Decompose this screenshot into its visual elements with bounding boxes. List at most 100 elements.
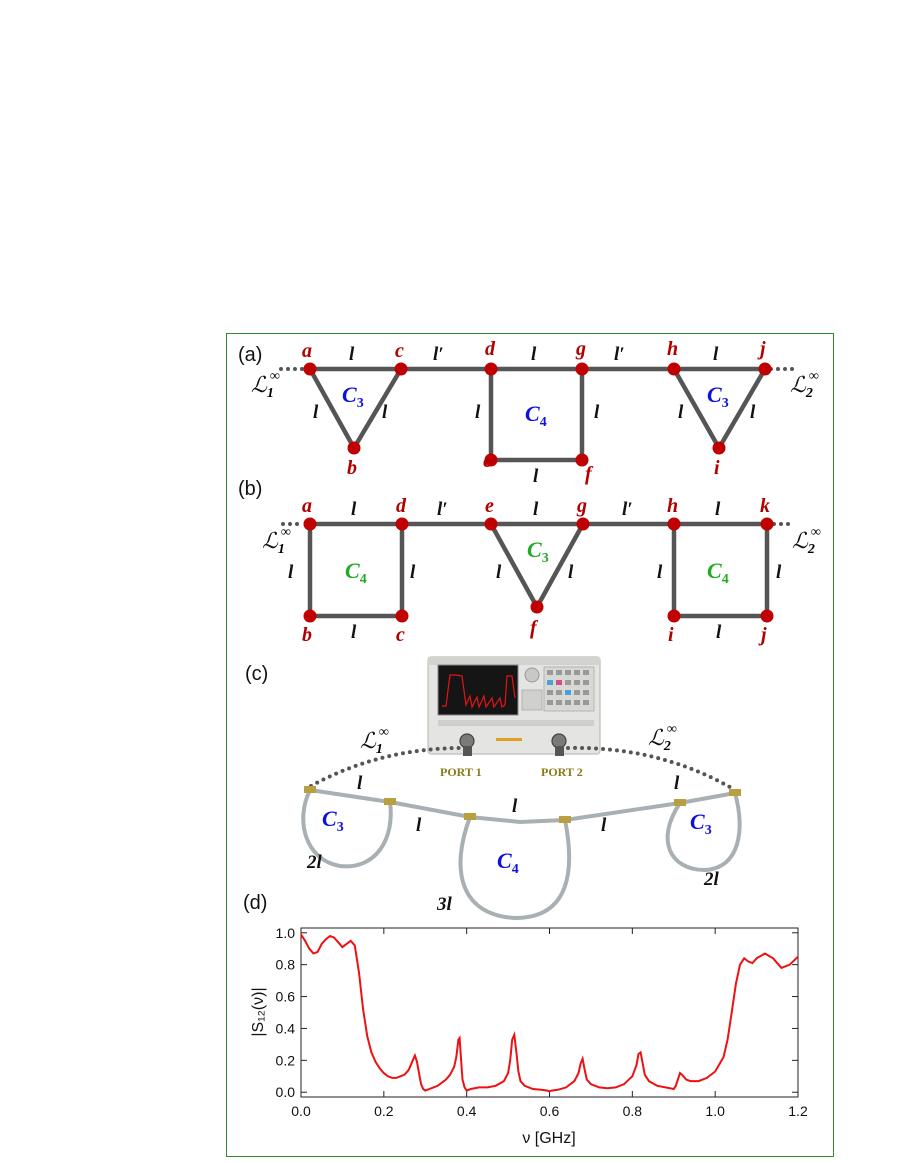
vlabel-a-b: b: [347, 457, 357, 479]
series-point: [422, 1088, 424, 1090]
series-point: [780, 967, 783, 969]
edge-a-b: [307, 366, 357, 451]
elabel-a-dg: l: [531, 344, 537, 365]
port2-connector: [551, 733, 567, 749]
vlabel-b-i: i: [668, 624, 674, 646]
series-line-s12: [300, 933, 799, 1093]
series-point: [495, 1085, 497, 1087]
series-point: [698, 1080, 700, 1082]
series-point: [532, 1088, 534, 1090]
series-point: [751, 962, 754, 964]
node-a-g: [575, 362, 589, 376]
series-point: [519, 1080, 522, 1082]
lead1-label-b: ℒ1∞: [262, 525, 291, 557]
vlabel-b-c: c: [396, 624, 405, 646]
series-point: [582, 1058, 584, 1060]
vlabel-b-j: j: [758, 624, 767, 646]
series-point: [441, 1082, 443, 1084]
node-b-d: [395, 517, 409, 531]
node-b-f: [530, 600, 544, 614]
series-point: [606, 1087, 609, 1089]
series-point: [420, 1083, 422, 1085]
edge-e-f-b: [488, 521, 540, 610]
figure-frame: [226, 333, 834, 1157]
series-point: [329, 935, 331, 937]
cycle-label-a-c3-right: C3: [707, 382, 729, 411]
series-point: [449, 1074, 451, 1076]
series-point: [635, 1064, 638, 1066]
vlabel-b-f: f: [530, 617, 539, 639]
photo-cycle-c3-left: C3: [322, 806, 344, 835]
y-tick-label: 0.0: [276, 1084, 296, 1100]
vlabel-a-j: j: [757, 338, 766, 360]
elabel-a-hi: l: [678, 402, 684, 423]
cable-network: [301, 786, 742, 921]
elabel-a-cd: l′: [433, 344, 444, 365]
edge-f-g-b: [534, 521, 586, 610]
series-point: [375, 1061, 377, 1063]
node-a-a: [303, 362, 317, 376]
x-tick-label: 0.4: [457, 1103, 477, 1119]
y-tick-label: 0.6: [276, 989, 296, 1005]
edge-i-j: [716, 366, 768, 451]
vlabel-b-a: a: [302, 495, 312, 517]
vlabel-a-h: h: [667, 338, 678, 360]
elabel-a-ac: l: [349, 344, 355, 365]
vlabel-a-c: c: [395, 340, 404, 362]
panel-label-b: (b): [238, 478, 262, 500]
series-point: [337, 941, 339, 943]
vlabel-a-d: d: [485, 338, 496, 360]
node-b-g: [576, 517, 590, 531]
node-a-h: [667, 362, 681, 376]
series-point: [362, 1008, 364, 1010]
series-point: [418, 1072, 420, 1074]
vna-side-buttons: [521, 689, 543, 711]
lead1-label-a: ℒ1∞: [251, 369, 280, 401]
lead2-label-b: ℒ2∞: [792, 525, 821, 557]
elabel-a-de: l: [475, 402, 481, 423]
node-b-h: [667, 517, 681, 531]
cycle-label-a-c3-left: C3: [342, 382, 364, 411]
elabel-a-fg: l: [594, 402, 600, 423]
series-point: [675, 1085, 677, 1087]
vlabel-b-b: b: [302, 624, 312, 646]
y-tick-label: 0.2: [276, 1052, 296, 1068]
series-point: [706, 1077, 708, 1079]
port2-cable-stub: [555, 746, 564, 756]
node-a-c: [394, 362, 408, 376]
series-point: [644, 1074, 646, 1076]
vlabel-a-f: f: [585, 463, 594, 485]
series-point: [598, 1086, 600, 1088]
series-point: [325, 938, 327, 940]
series-point: [317, 951, 319, 953]
series-point: [503, 1080, 505, 1082]
node-a-j: [758, 362, 772, 376]
vna-status-led: [496, 738, 522, 741]
series-point: [722, 1056, 725, 1058]
elabel-b-hk: l: [715, 499, 721, 520]
photo-lead1-label: ℒ1∞: [360, 725, 389, 757]
elabel-b-cd: l: [410, 562, 416, 583]
panel-label-c: (c): [245, 663, 268, 685]
node-b-c: [395, 609, 409, 623]
node-a-e: [484, 453, 498, 467]
node-b-a: [303, 517, 317, 531]
elabel-b-ab: l: [288, 562, 294, 583]
junction-2: [384, 798, 396, 805]
graph-b: a b c d e f g h i j k l l l l l′ l l l l…: [262, 495, 821, 646]
series-point: [731, 1011, 733, 1014]
x-axis-label: ν [GHz]: [522, 1130, 575, 1147]
port1-cable-stub: [463, 746, 472, 756]
x-tick-label: 0.0: [291, 1103, 311, 1119]
series-point: [679, 1072, 681, 1074]
elabel-b-bc: l: [351, 622, 357, 643]
y-tick-label: 0.8: [276, 957, 296, 973]
series-point: [551, 1090, 553, 1092]
series-point: [424, 1090, 426, 1092]
series-points: [300, 933, 799, 1092]
series-point: [354, 944, 356, 947]
vlabel-a-e: e: [483, 450, 492, 472]
node-b-b: [303, 609, 317, 623]
series-point: [689, 1080, 691, 1082]
series-point: [540, 1089, 542, 1091]
